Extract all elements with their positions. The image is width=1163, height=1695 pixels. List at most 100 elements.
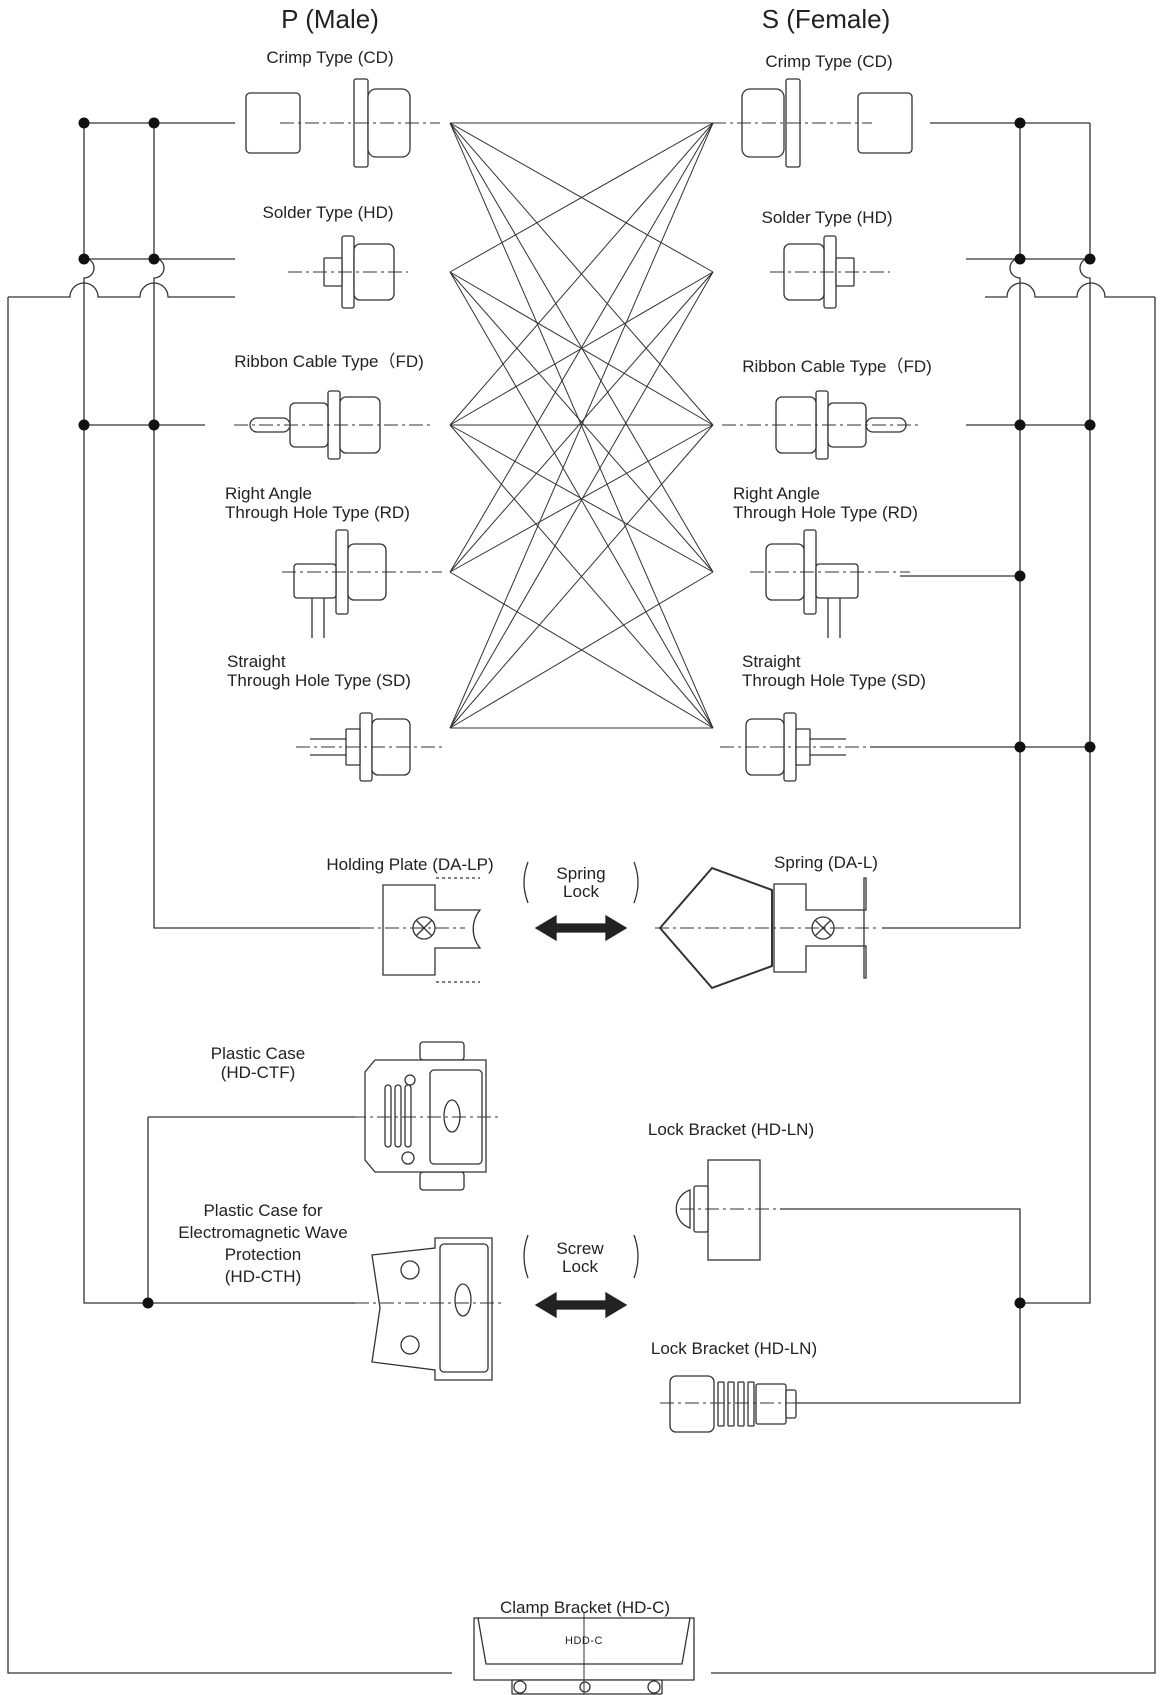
male-right-angle-drawing xyxy=(282,529,442,638)
thread-3 xyxy=(747,1381,755,1427)
spring-label: Spring (DA-L) xyxy=(774,853,878,872)
lock-bracket-1-label: Lock Bracket (HD-LN) xyxy=(647,1120,815,1139)
vent-hole xyxy=(404,1074,416,1086)
cross-line-4-3 xyxy=(449,571,714,729)
screw-head xyxy=(401,1151,415,1165)
male-straight-drawing xyxy=(296,712,446,782)
junction-dot-left-6 xyxy=(142,1297,154,1309)
plate-edge xyxy=(436,877,480,983)
junction-dot-right-1 xyxy=(1014,253,1026,265)
thread-2 xyxy=(737,1381,745,1427)
female-ribbon-drawing xyxy=(722,390,922,460)
bus-left-inner xyxy=(153,123,360,929)
plastic-case-label: Plastic Case(HD-CTF) xyxy=(210,1044,306,1082)
holding-plate-drawing xyxy=(360,877,482,983)
thread-0 xyxy=(717,1381,725,1427)
junction-dot-right-0 xyxy=(1014,117,1026,129)
junction-dot-right-3 xyxy=(1014,419,1026,431)
pins xyxy=(827,598,841,638)
thread-1 xyxy=(727,1381,735,1427)
female-crimp-drawing xyxy=(712,78,913,168)
junction-dot-left-1 xyxy=(148,117,160,129)
lock-bracket-2-label: Lock Bracket (HD-LN) xyxy=(650,1339,818,1358)
nut-left xyxy=(669,1375,715,1433)
cross-line-2-1 xyxy=(449,271,714,426)
screw-left xyxy=(513,1680,527,1694)
screw-lock-paren-left xyxy=(523,1234,529,1279)
cross-line-3-2 xyxy=(449,424,714,573)
male-crimp-drawing xyxy=(245,78,440,168)
screw-top xyxy=(400,1260,420,1280)
female-header: S (Female) xyxy=(761,4,891,34)
male-crimp-label: Crimp Type (CD) xyxy=(266,48,394,67)
plastic-case-drawing xyxy=(352,1041,500,1191)
junction-dot-right-5 xyxy=(1014,570,1026,582)
spring-lock-paren-left xyxy=(523,861,529,904)
male-ribbon-label: Ribbon Cable Type（FD) xyxy=(234,352,424,371)
screw-lock-paren-right xyxy=(633,1234,639,1279)
screw-lock-arrow xyxy=(534,1291,628,1319)
junction-dot-left-3 xyxy=(148,253,160,265)
pins xyxy=(310,738,346,756)
top-screw xyxy=(419,1041,465,1061)
spring-lock-paren-right xyxy=(633,861,639,904)
female-crimp-label: Crimp Type (CD) xyxy=(765,52,893,71)
junction-dot-right-4 xyxy=(1084,419,1096,431)
female-right-angle-drawing xyxy=(750,529,910,638)
female-ribbon-label: Ribbon Cable Type（FD) xyxy=(742,357,932,376)
cross-line-4-2 xyxy=(449,424,714,729)
bus-left-outer xyxy=(83,123,148,1304)
grip-rib-1 xyxy=(394,1084,402,1148)
bottom-screw xyxy=(419,1171,465,1191)
cross-line-2-0 xyxy=(449,122,714,426)
wire-bracket-2 xyxy=(780,1303,1021,1404)
screw-right xyxy=(647,1680,661,1694)
screw-center xyxy=(579,1681,591,1693)
junction-dot-right-2 xyxy=(1084,253,1096,265)
compatibility-cross-lines xyxy=(449,122,714,729)
male-solder-drawing xyxy=(288,235,408,309)
pins xyxy=(810,738,846,756)
clamp-part-mark: HDD-C xyxy=(565,1635,603,1647)
holding-plate-label: Holding Plate (DA-LP) xyxy=(326,855,494,874)
lock-bracket-1-drawing xyxy=(675,1159,780,1261)
male-ribbon-drawing xyxy=(234,390,434,460)
cross-line-1-0 xyxy=(449,122,714,273)
component-drawings xyxy=(234,78,922,1695)
junction-dot-left-5 xyxy=(148,419,160,431)
grip-rib-2 xyxy=(404,1084,412,1148)
cross-line-4-0 xyxy=(449,122,714,729)
junction-dot-left-0 xyxy=(78,117,90,129)
male-solder-label: Solder Type (HD) xyxy=(262,203,394,222)
emw-case-drawing xyxy=(355,1237,505,1381)
spring-lock-arrow xyxy=(534,914,628,942)
bus-right-inner xyxy=(882,123,1021,929)
wire-clamp-left xyxy=(7,282,452,1674)
bracket xyxy=(815,563,859,599)
female-solder-label: Solder Type (HD) xyxy=(761,208,893,227)
junction-dots xyxy=(78,117,1096,1309)
cross-line-3-1 xyxy=(449,271,714,573)
junction-dot-left-4 xyxy=(78,419,90,431)
bracket xyxy=(293,563,337,599)
spring-drawing xyxy=(655,866,880,990)
grip-rib-0 xyxy=(384,1084,392,1148)
bracket-plate xyxy=(707,1159,761,1261)
junction-dot-right-7 xyxy=(1084,741,1096,753)
pins xyxy=(311,598,325,638)
nut-cap xyxy=(785,1389,797,1419)
hex-nut xyxy=(755,1383,787,1425)
female-straight-drawing xyxy=(720,712,870,782)
screw-bottom xyxy=(400,1335,420,1355)
junction-dot-right-6 xyxy=(1014,741,1026,753)
cross-line-4-1 xyxy=(449,271,714,729)
female-solder-drawing xyxy=(770,235,890,309)
